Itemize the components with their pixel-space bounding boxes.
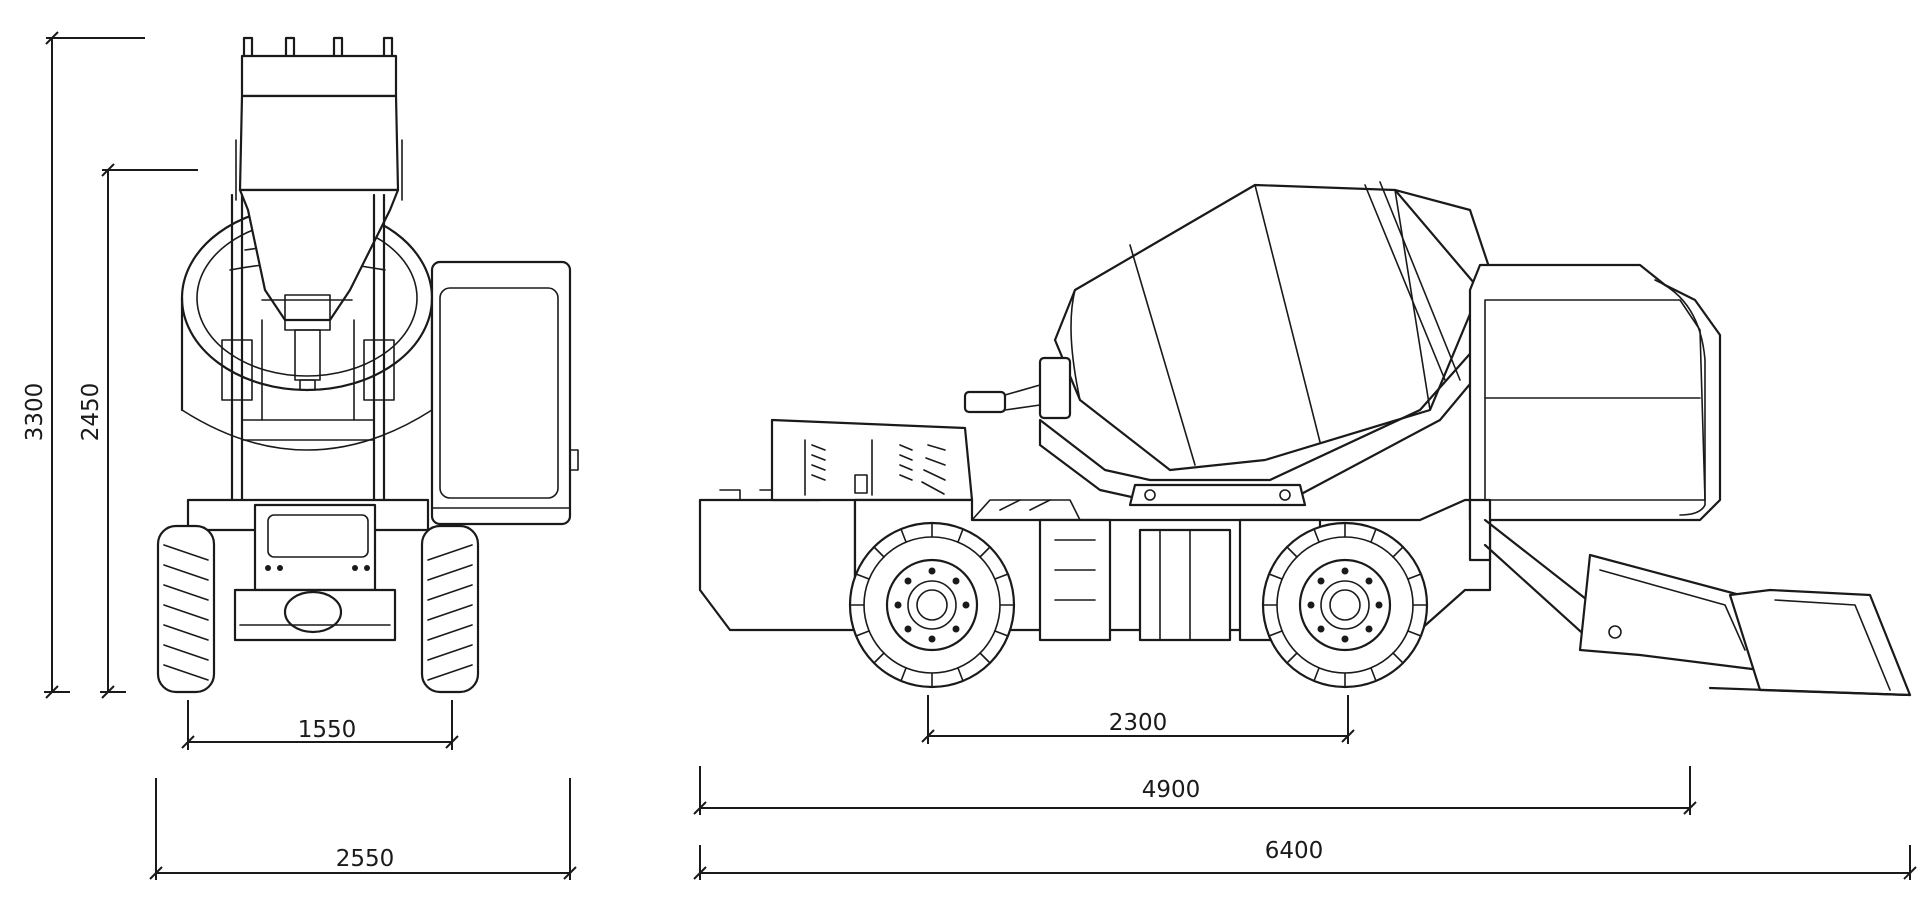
side-front-box — [698, 488, 857, 632]
front-cab — [430, 260, 579, 526]
side-front-wheel-bolts — [894, 567, 970, 643]
side-cab — [1468, 263, 1722, 522]
dimension-lines — [44, 31, 1917, 880]
front-raised-bucket — [235, 36, 403, 201]
label-bucket-height: 2450 — [78, 383, 104, 442]
front-chassis — [186, 498, 430, 642]
label-overall-length: 6400 — [1265, 838, 1324, 864]
front-view — [156, 36, 579, 694]
dimension-labels: 3300 2450 1550 2550 2300 4900 6400 — [22, 383, 1323, 872]
front-right-wheel — [420, 524, 480, 694]
label-track-width: 1550 — [298, 717, 357, 743]
side-rear-wheel-bolts — [1307, 567, 1383, 643]
dim-overall-width — [149, 778, 577, 880]
side-mixer-drum — [963, 181, 1492, 472]
side-view — [698, 181, 1912, 697]
side-front-wheel — [848, 521, 1016, 689]
front-hopper — [238, 188, 400, 391]
side-engine-hood — [770, 418, 974, 502]
label-overall-height: 3300 — [22, 383, 48, 442]
label-overall-width: 2550 — [336, 846, 395, 872]
dim-wheelbase — [921, 695, 1355, 744]
side-rear-wheel — [1261, 521, 1429, 689]
dim-bucket-height — [100, 163, 198, 699]
label-wheelbase: 2300 — [1109, 710, 1168, 736]
side-loader-arm — [1468, 498, 1912, 697]
dim-overall-height — [44, 31, 145, 699]
dim-track-width — [181, 700, 459, 750]
front-lift-arms — [221, 193, 395, 512]
dim-overall-length — [693, 845, 1917, 880]
label-body-length: 4900 — [1142, 777, 1201, 803]
front-left-wheel — [156, 524, 216, 694]
dim-body-length — [693, 766, 1697, 815]
